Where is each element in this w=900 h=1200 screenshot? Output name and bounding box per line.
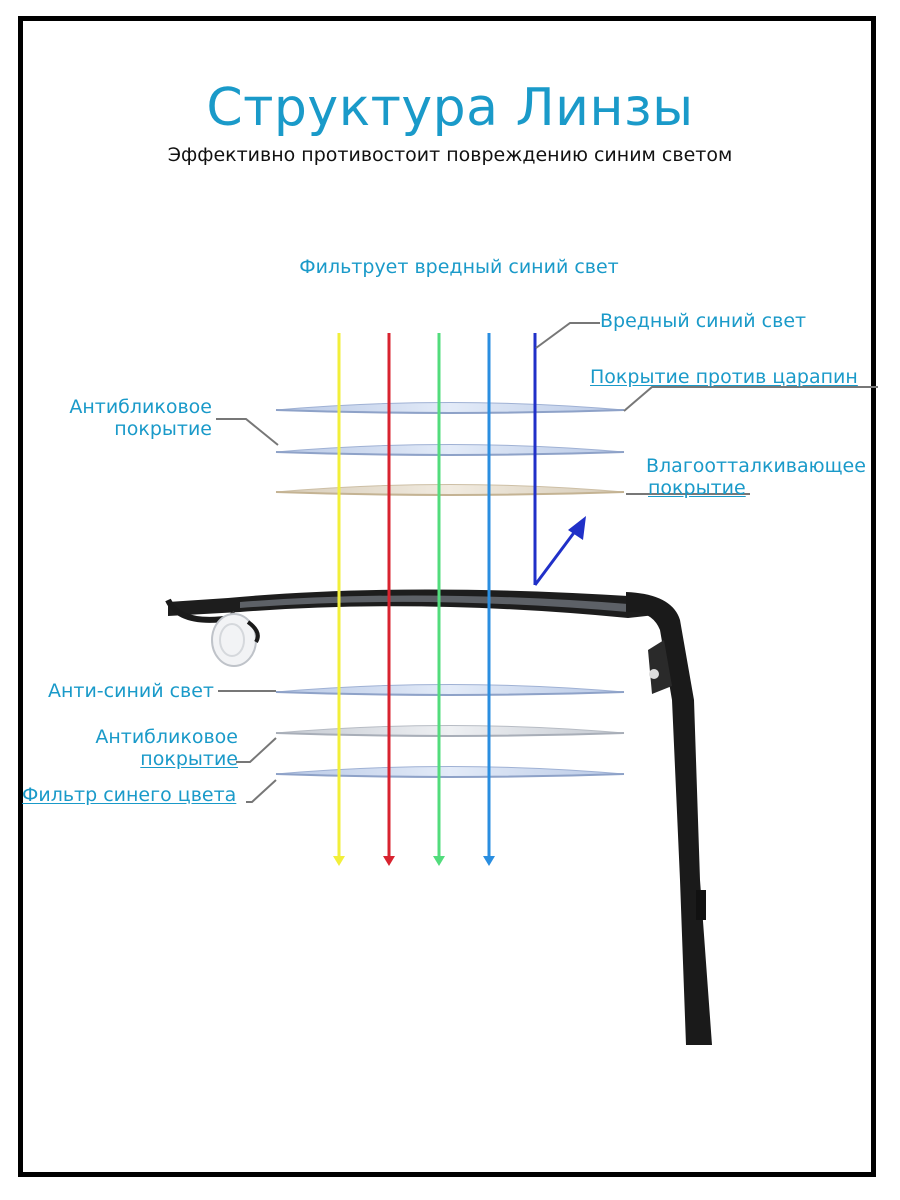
filter-caption: Фильтрует вредный синий свет (299, 256, 619, 278)
label-antiglare-bottom-line2: покрытие (140, 748, 238, 770)
label-harmful-blue: Вредный синий свет (600, 310, 807, 332)
label-antiglare-top-line1: Антибликовое (69, 396, 212, 418)
lens-layer-scratch (275, 402, 625, 414)
label-antiglare-top: Антибликовое покрытие (40, 396, 212, 440)
label-antiglare-top-line2: покрытие (114, 418, 212, 440)
lens-layer-blue-filter (275, 766, 625, 778)
label-anti-blue: Анти-синий свет (47, 680, 214, 702)
arrow-down-icon (333, 333, 495, 866)
label-water-repellent-line2: покрытие (648, 477, 746, 499)
page-subtitle: Эффективно противостоит повреждению сини… (167, 144, 733, 166)
label-water-repellent: Влагоотталкивающее покрытие (646, 455, 866, 499)
label-blue-filter: Фильтр синего цвета (22, 784, 237, 806)
page-title: Структура Линзы (206, 78, 694, 138)
lens-layer-antiglare-top (275, 444, 625, 456)
lens-layer-anti-blue (275, 684, 625, 696)
label-antiglare-bottom-line1: Антибликовое (95, 726, 238, 748)
lens-layer-water-repellent (275, 484, 625, 496)
label-antiglare-bottom: Антибликовое покрытие (40, 726, 238, 770)
label-water-repellent-line1: Влагоотталкивающее (646, 455, 866, 477)
lens-layer-antiglare-bottom (275, 725, 625, 737)
eyeglasses-frame-icon (165, 589, 712, 1045)
label-scratch-coating: Покрытие против царапин (590, 366, 858, 388)
leader-lines (216, 322, 878, 803)
image-border (18, 16, 876, 1177)
arrow-up-right-icon (533, 333, 586, 586)
